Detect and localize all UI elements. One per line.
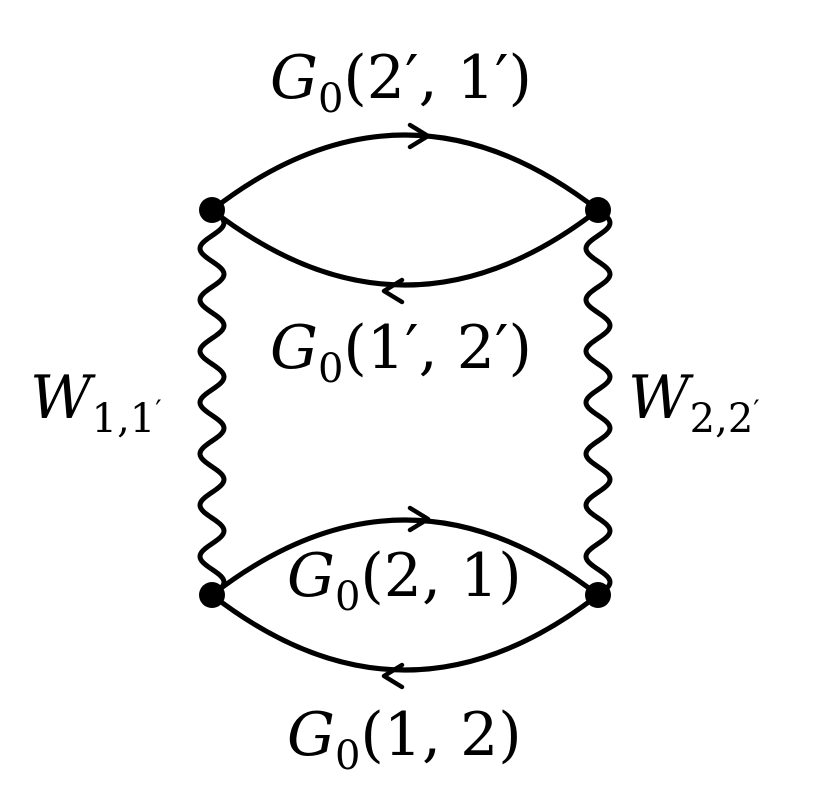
upper-top-arrow (407, 122, 431, 150)
right-interaction-wavy-line (583, 207, 613, 598)
label-w-right: W2,2′ (628, 363, 760, 442)
vertex-bottom-left (199, 582, 225, 608)
label-g0-upper-top: G0(2′, 1′) (270, 43, 532, 122)
lower-top-propagator-line (209, 517, 601, 598)
upper-bottom-arrow (381, 277, 405, 305)
label-w-left: W1,1′ (30, 363, 162, 442)
label-g0-lower-top: G0(2, 1) (287, 541, 522, 620)
lower-bottom-propagator-line (209, 592, 601, 673)
vertex-top-right (585, 197, 611, 223)
vertex-bottom-right (585, 582, 611, 608)
left-interaction-wavy-line (197, 207, 227, 598)
upper-bottom-propagator-line (209, 207, 601, 288)
lower-bottom-arrow (381, 662, 405, 690)
lower-top-arrow (407, 505, 431, 533)
label-g0-upper-bottom: G0(1′, 2′) (270, 313, 532, 392)
vertex-top-left (199, 197, 225, 223)
label-g0-lower-bottom: G0(1, 2) (287, 700, 522, 779)
upper-top-propagator-line (209, 132, 601, 213)
